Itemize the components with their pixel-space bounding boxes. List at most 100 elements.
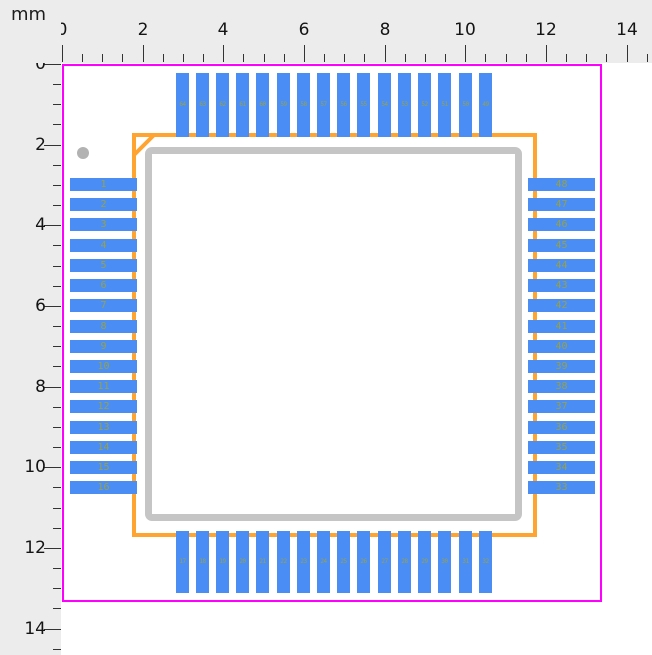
pad-14[interactable]: 14 — [70, 441, 137, 454]
pad-56[interactable]: 56 — [337, 73, 350, 137]
pad-1[interactable]: 1 — [70, 178, 137, 191]
pad-25[interactable]: 25 — [337, 531, 350, 593]
pad-number: 20 — [239, 558, 246, 565]
ruler-tick — [53, 346, 61, 347]
pad-23[interactable]: 23 — [297, 531, 310, 593]
pad-53[interactable]: 53 — [398, 73, 411, 137]
pad-50[interactable]: 50 — [459, 73, 472, 137]
pad-20[interactable]: 20 — [236, 531, 249, 593]
pad-55[interactable]: 55 — [357, 73, 370, 137]
pad-35[interactable]: 35 — [528, 441, 595, 454]
ruler-tick — [344, 54, 345, 62]
pad-24[interactable]: 24 — [317, 531, 330, 593]
pad-15[interactable]: 15 — [70, 461, 137, 474]
pad-number: 35 — [555, 441, 568, 453]
ruler-tick — [143, 45, 144, 62]
pad-3[interactable]: 3 — [70, 218, 137, 231]
ruler-tick — [44, 225, 61, 226]
pad-27[interactable]: 27 — [378, 531, 391, 593]
pad-33[interactable]: 33 — [528, 481, 595, 494]
pad-38[interactable]: 38 — [528, 380, 595, 393]
pad-61[interactable]: 61 — [236, 73, 249, 137]
pad-12[interactable]: 12 — [70, 400, 137, 413]
pad-29[interactable]: 29 — [418, 531, 431, 593]
ruler-tick — [62, 45, 63, 62]
pad-19[interactable]: 19 — [216, 531, 229, 593]
pad-37[interactable]: 37 — [528, 400, 595, 413]
ruler-tick-label: 10 — [454, 20, 476, 40]
pad-59[interactable]: 59 — [277, 73, 290, 137]
pad-7[interactable]: 7 — [70, 299, 137, 312]
pad-22[interactable]: 22 — [277, 531, 290, 593]
ruler-tick — [82, 54, 83, 62]
pad-57[interactable]: 57 — [317, 73, 330, 137]
pad-6[interactable]: 6 — [70, 279, 137, 292]
ruler-tick — [445, 54, 446, 62]
ruler-tick — [44, 145, 61, 146]
ruler-tick — [53, 266, 61, 267]
pad-46[interactable]: 46 — [528, 218, 595, 231]
pin1-chamfer-icon — [132, 133, 156, 157]
pad-2[interactable]: 2 — [70, 198, 137, 211]
pad-30[interactable]: 30 — [438, 531, 451, 593]
pad-47[interactable]: 47 — [528, 198, 595, 211]
pad-number: 44 — [555, 259, 568, 271]
pad-13[interactable]: 13 — [70, 421, 137, 434]
pad-40[interactable]: 40 — [528, 340, 595, 353]
pad-26[interactable]: 26 — [357, 531, 370, 593]
ruler-tick — [385, 45, 386, 62]
pad-4[interactable]: 4 — [70, 239, 137, 252]
ruler-tick — [53, 185, 61, 186]
pad-58[interactable]: 58 — [297, 73, 310, 137]
pad-36[interactable]: 36 — [528, 421, 595, 434]
pad-48[interactable]: 48 — [528, 178, 595, 191]
ruler-tick — [53, 286, 61, 287]
pad-51[interactable]: 51 — [438, 73, 451, 137]
pad-64[interactable]: 64 — [176, 73, 189, 137]
ruler-tick — [53, 487, 61, 488]
pad-32[interactable]: 32 — [479, 531, 492, 593]
pad-42[interactable]: 42 — [528, 299, 595, 312]
pad-63[interactable]: 63 — [196, 73, 209, 137]
pad-8[interactable]: 8 — [70, 320, 137, 333]
pad-18[interactable]: 18 — [196, 531, 209, 593]
pad-9[interactable]: 9 — [70, 340, 137, 353]
pad-16[interactable]: 16 — [70, 481, 137, 494]
pad-45[interactable]: 45 — [528, 239, 595, 252]
ruler-tick — [53, 407, 61, 408]
pad-number: 50 — [462, 101, 469, 108]
pad-number: 24 — [320, 558, 327, 565]
ruler-corner: mm — [0, 0, 61, 63]
pad-39[interactable]: 39 — [528, 360, 595, 373]
pad-43[interactable]: 43 — [528, 279, 595, 292]
pad-number: 51 — [441, 101, 448, 108]
pad-34[interactable]: 34 — [528, 461, 595, 474]
pad-54[interactable]: 54 — [378, 73, 391, 137]
pad-28[interactable]: 28 — [398, 531, 411, 593]
pad-49[interactable]: 49 — [479, 73, 492, 137]
pad-number: 36 — [555, 421, 568, 433]
pad-11[interactable]: 11 — [70, 380, 137, 393]
pad-number: 12 — [97, 400, 110, 412]
pad-number: 23 — [300, 558, 307, 565]
pad-10[interactable]: 10 — [70, 360, 137, 373]
ruler-tick-label: 6 — [35, 296, 46, 316]
pad-52[interactable]: 52 — [418, 73, 431, 137]
pad-5[interactable]: 5 — [70, 259, 137, 272]
ruler-tick — [53, 588, 61, 589]
pad-62[interactable]: 62 — [216, 73, 229, 137]
ruler-tick-label: 0 — [56, 20, 68, 40]
pad-17[interactable]: 17 — [176, 531, 189, 593]
pad-44[interactable]: 44 — [528, 259, 595, 272]
pad-number: 34 — [555, 461, 568, 473]
pad-60[interactable]: 60 — [256, 73, 269, 137]
ruler-tick-label: 0 — [35, 54, 46, 74]
ruler-tick — [44, 629, 61, 630]
pad-41[interactable]: 41 — [528, 320, 595, 333]
pad-number: 26 — [360, 558, 367, 565]
pad-21[interactable]: 21 — [256, 531, 269, 593]
pad-31[interactable]: 31 — [459, 531, 472, 593]
pin1-dot-icon — [77, 147, 89, 159]
